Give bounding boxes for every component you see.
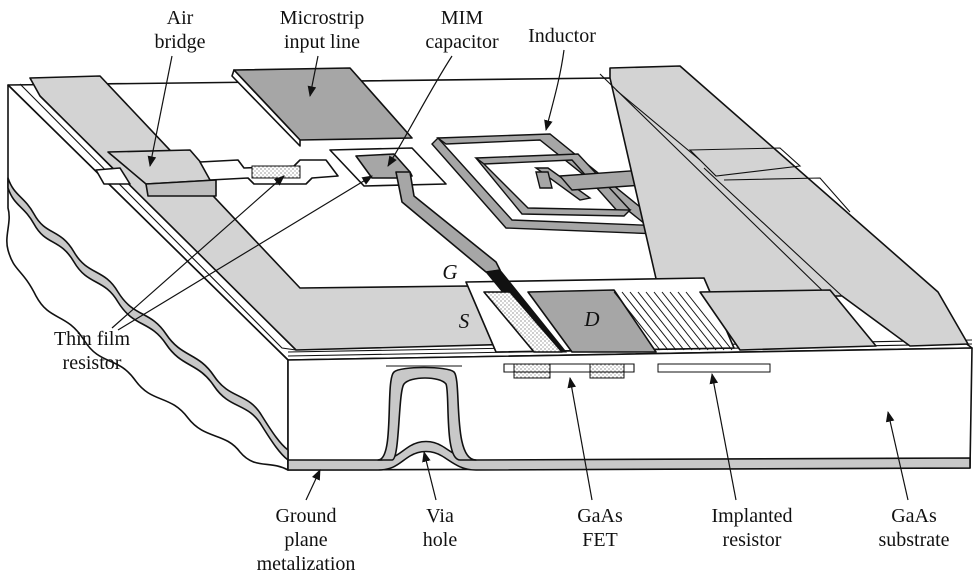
label-thin-film-2: resistor (63, 352, 122, 374)
label-mim-2: capacitor (425, 31, 499, 53)
arrow-mim (387, 55, 453, 167)
thin-film-resistor (251, 165, 301, 179)
drain-pad (527, 289, 657, 353)
arrow-gaas-fet (567, 376, 593, 501)
arrow-thin-film-2 (117, 175, 373, 331)
arrow-microstrip (307, 55, 319, 98)
label-substrate-2: substrate (878, 529, 949, 551)
label-source: S (459, 309, 470, 333)
label-air-bridge-2: bridge (154, 31, 205, 53)
label-via-1: Via (426, 505, 454, 527)
air-bridge (95, 149, 217, 197)
implanted-resistor-hatch (613, 291, 733, 351)
arrow-substrate (885, 410, 909, 501)
label-implanted-1: Implanted (711, 505, 792, 527)
ground-plane (287, 440, 971, 471)
label-substrate-1: GaAs (891, 505, 937, 527)
arrow-via (422, 450, 437, 501)
fet-region (465, 269, 877, 379)
label-gaas-fet-1: GaAs (577, 505, 623, 527)
label-via-2: hole (423, 529, 458, 551)
arrow-thin-film-1 (111, 175, 285, 329)
ground-plane-side-band (7, 177, 289, 461)
label-microstrip-1: Microstrip (280, 7, 364, 29)
label-drain: D (583, 307, 599, 331)
label-mim-1: MIM (441, 7, 483, 29)
label-ground-3: metalization (257, 553, 356, 575)
fet-implant-left (513, 363, 551, 379)
label-gaas-fet-2: FET (582, 529, 618, 551)
arrow-air-bridge (147, 55, 173, 168)
arrow-implanted (709, 372, 737, 501)
label-microstrip-2: input line (284, 31, 360, 53)
label-air-bridge-1: Air (167, 7, 194, 29)
label-thin-film-1: Thin film (54, 328, 131, 350)
label-gate: G (442, 260, 457, 284)
leader-arrows (111, 49, 909, 501)
thin-film-resistor-line (199, 159, 339, 185)
implanted-resistor-region (657, 363, 771, 373)
arrow-inductor (544, 49, 565, 132)
microstrip-input-line (231, 67, 413, 147)
fet-implant-right (589, 363, 625, 379)
via-hole (377, 366, 477, 461)
gate-feed-line (395, 171, 501, 273)
label-ground-2: plane (284, 529, 327, 551)
label-implanted-2: resistor (723, 529, 782, 551)
label-ground-1: Ground (275, 505, 336, 527)
label-inductor: Inductor (528, 25, 596, 47)
arrow-ground (305, 469, 321, 501)
mim-capacitor (329, 147, 501, 273)
substrate-left-side (6, 84, 289, 471)
labels: Air bridge Microstrip input line MIM cap… (54, 7, 950, 575)
right-metal (599, 65, 969, 347)
